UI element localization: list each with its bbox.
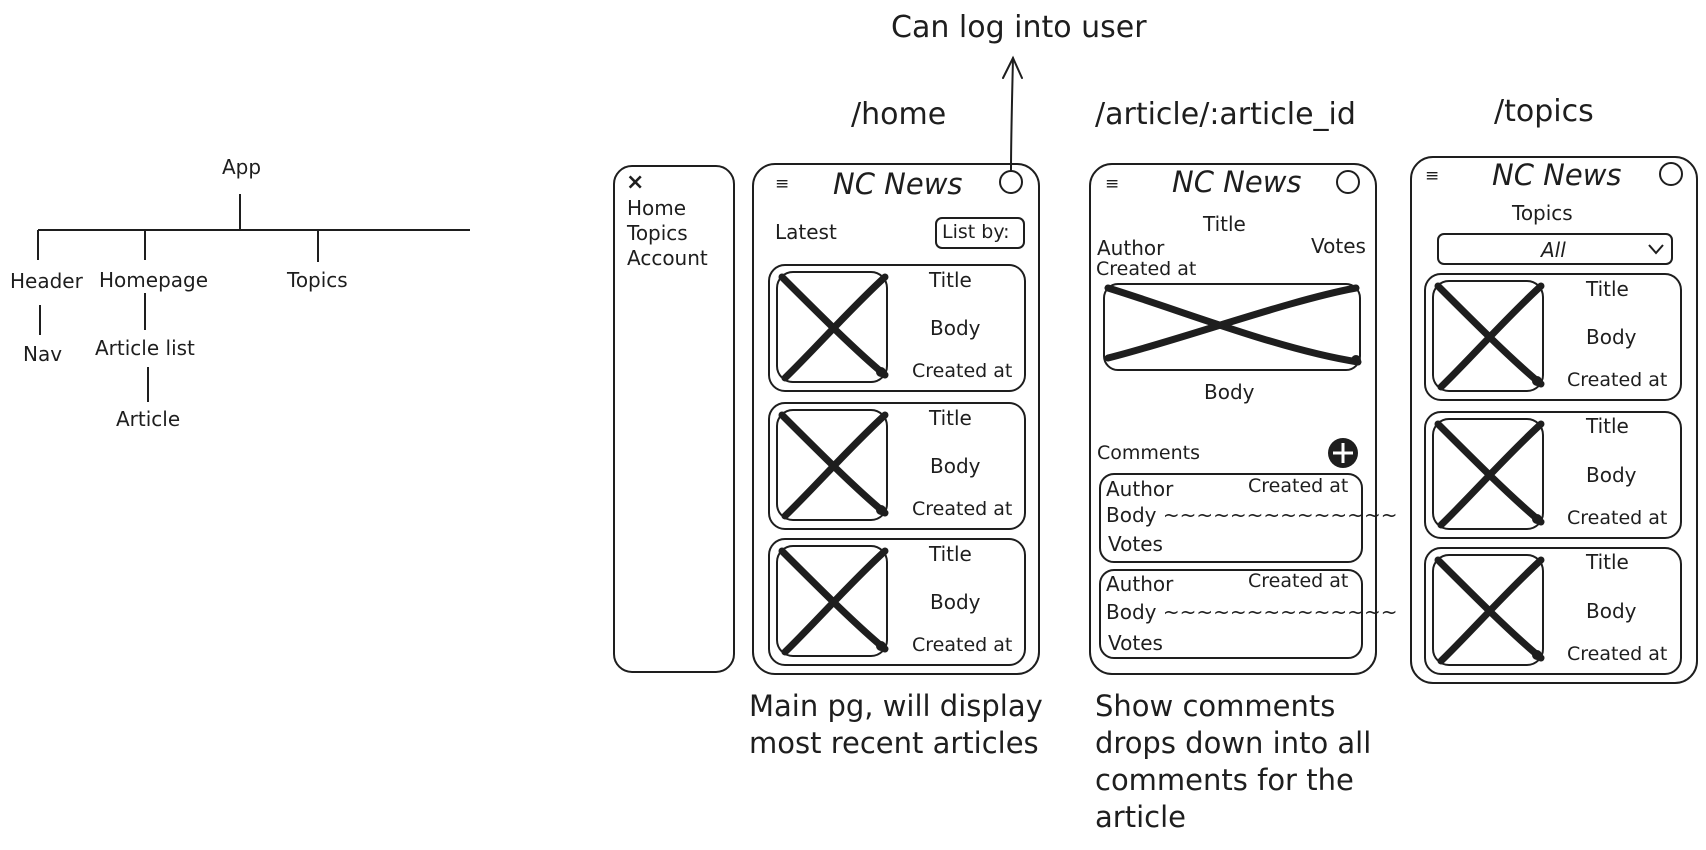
tree-node-nav: Nav [23,342,63,366]
tree-node-article: Article [116,407,181,431]
home-card-frame [768,402,1026,530]
topics-card-created: Created at [1567,369,1668,391]
comment-author: Author [1106,477,1174,501]
list-by-dropdown[interactable]: List by: [942,221,1010,243]
article-brand: NC News [1172,165,1302,199]
topics-select[interactable]: All [1541,238,1566,262]
home-card-frame [768,264,1026,392]
topics-card-frame [1424,411,1682,539]
image-placeholder-icon [777,546,887,656]
home-phone-frame [752,163,1040,675]
topics-card-title: Title [1586,550,1629,574]
topics-account-circle [1659,162,1683,186]
home-note: Main pg, will display most recent articl… [749,689,1043,760]
comment-author: Author [1106,572,1174,596]
article-author: Author [1097,236,1165,260]
home-card-created: Created at [912,498,1013,520]
comment-card-frame [1099,569,1363,659]
topics-heading: Topics [1512,201,1573,225]
topics-phone-frame [1410,156,1698,684]
tree-node-homepage: Homepage [99,268,209,292]
home-card-body: Body [930,454,981,478]
topics-card-title: Title [1586,277,1629,301]
add-comment-icon [1328,438,1358,468]
article-note: Show comments drops down into all commen… [1095,689,1372,834]
article-account-circle [1336,170,1360,194]
drawer-item-home[interactable]: Home [627,196,687,220]
article-votes: Votes [1311,234,1366,258]
image-placeholder-icon [1433,555,1543,665]
home-card-created: Created at [912,360,1013,382]
home-card-title: Title [929,406,972,430]
home-card-frame [768,538,1026,666]
home-latest-label: Latest [775,220,837,244]
topics-card-created: Created at [1567,507,1668,529]
topics-card-frame [1424,547,1682,675]
tree-node-topics: Topics [287,268,348,292]
home-card-title: Title [929,542,972,566]
hamburger-icon[interactable]: ≡ [1425,166,1440,186]
tree-node-article-list: Article list [95,336,195,360]
topics-card-body: Body [1586,463,1637,487]
topics-brand: NC News [1492,158,1622,192]
component-tree-lines [37,194,470,402]
comment-votes: Votes [1108,631,1163,655]
route-home: /home [851,97,947,132]
topics-card-created: Created at [1567,643,1668,665]
close-icon[interactable]: × [626,170,645,195]
topics-card-frame [1424,273,1682,401]
comment-created: Created at [1248,570,1349,592]
home-card-body: Body [930,316,981,340]
image-placeholder-icon [777,410,887,520]
comments-label[interactable]: Comments [1097,442,1200,464]
login-annotation: Can log into user [891,10,1147,45]
chevron-down-icon [1648,244,1664,255]
home-list-by-box [935,217,1025,249]
home-card-body: Body [930,590,981,614]
hamburger-icon[interactable]: ≡ [1105,174,1120,194]
topics-card-body: Body [1586,599,1637,623]
drawer-item-topics[interactable]: Topics [627,221,688,245]
comment-created: Created at [1248,475,1349,497]
comment-card-frame [1099,473,1363,563]
image-placeholder-icon [1433,281,1543,391]
image-placeholder-icon [1433,419,1543,529]
route-topics: /topics [1494,94,1594,129]
route-article: /article/:article_id [1095,97,1356,132]
home-account-circle [999,170,1023,194]
article-phone-frame [1089,163,1377,675]
topics-card-body: Body [1586,325,1637,349]
tree-node-header: Header [10,269,83,293]
tree-node-app: App [222,155,262,179]
article-image-placeholder-icon [1103,283,1362,371]
comment-body: Body ~~~~~~~~~~~~~~ [1106,503,1398,527]
login-arrow [1002,55,1023,171]
nav-drawer-frame [613,165,735,673]
article-created: Created at [1096,258,1197,280]
hamburger-icon[interactable]: ≡ [775,174,790,194]
home-brand: NC News [833,167,963,201]
drawer-item-account[interactable]: Account [627,246,708,270]
article-title: Title [1203,212,1246,236]
home-card-title: Title [929,268,972,292]
topics-card-title: Title [1586,414,1629,438]
home-card-created: Created at [912,634,1013,656]
topics-select-frame [1437,233,1673,265]
comment-votes: Votes [1108,532,1163,556]
image-placeholder-icon [777,272,887,382]
article-body: Body [1204,380,1255,404]
comment-body: Body ~~~~~~~~~~~~~~ [1106,600,1398,624]
